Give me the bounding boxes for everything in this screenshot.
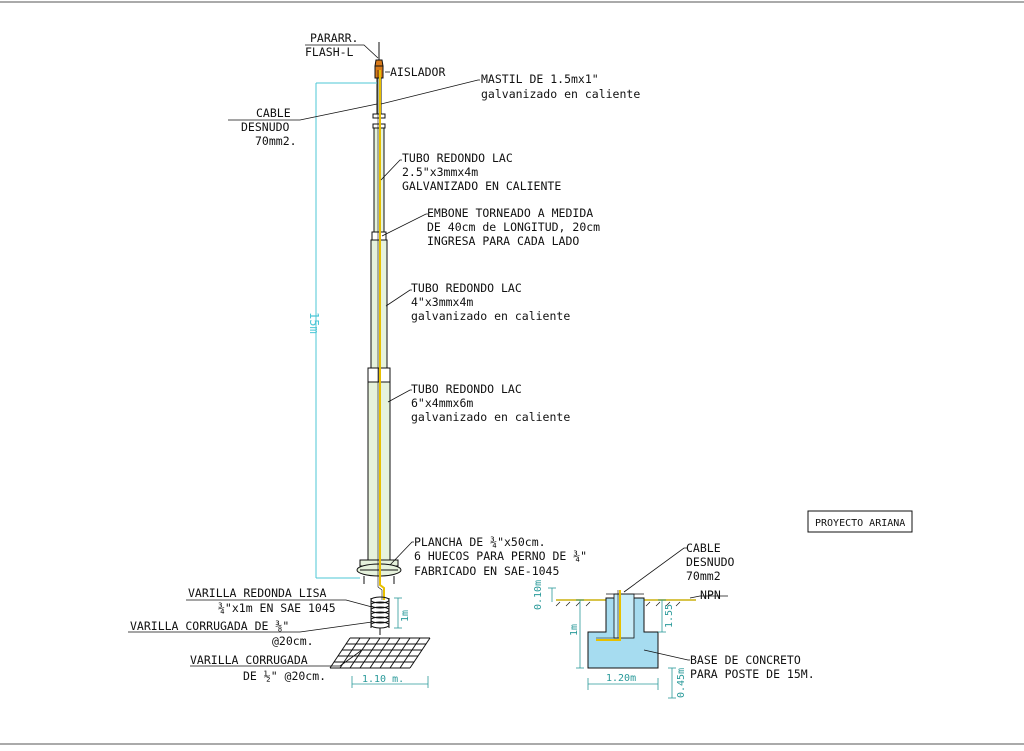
- base-cable: [596, 590, 621, 641]
- concrete-base-label-2: PARA POSTE DE 15M.: [690, 667, 815, 681]
- tube1-label-2: 2.5"x3mmx4m: [402, 165, 478, 179]
- base-cable-label-2: DESNUDO: [686, 555, 735, 569]
- dim-1-20-label: 1.20m: [606, 673, 636, 684]
- lightning-rod-head: [374, 59, 384, 67]
- tube3-label-1: TUBO REDONDO LAC: [411, 382, 522, 396]
- height-dimension: [315, 82, 377, 579]
- mast-label-2: galvanizado en caliente: [481, 87, 640, 101]
- corrugated-mesh-label-2: DE ½" @20cm.: [243, 669, 326, 683]
- base-dimensions: [548, 587, 676, 699]
- plate-label-3: FABRICADO EN SAE-1045: [414, 564, 559, 578]
- dim-1m-label: 1m: [569, 624, 580, 636]
- coupling-label-2: DE 40cm de LONGITUD, 20cm: [427, 220, 600, 234]
- smooth-rod-label-2: ¾"x1m EN SAE 1045: [218, 601, 336, 615]
- cable-label-2: DESNUDO: [241, 120, 290, 134]
- tube2-label-2: 4"x3mmx4m: [411, 295, 473, 309]
- ground-line-hatch: [555, 601, 681, 607]
- annotation-leaders: [128, 44, 480, 667]
- plate-label-1: PLANCHA DE ¾"x50cm.: [414, 535, 546, 549]
- tube1-label-1: TUBO REDONDO LAC: [402, 151, 513, 165]
- down-conductor-outline: [377, 70, 383, 600]
- tube2-label-3: galvanizado en caliente: [411, 309, 570, 323]
- base-leaders: [623, 547, 728, 661]
- down-conductor-cable: [379, 70, 385, 600]
- plate-label-2: 6 HUECOS PARA PERNO DE ¾": [414, 549, 587, 563]
- project-title: PROYECTO ARIANA: [815, 518, 905, 529]
- concrete-base-label-1: BASE DE CONCRETO: [690, 653, 801, 667]
- dim-0-10-label: 0.10m: [533, 580, 544, 610]
- mast-label-1: MASTIL DE 1.5mx1": [481, 72, 599, 86]
- dim-0-45-label: 0.45m: [676, 668, 687, 698]
- base-cable-label-3: 70mm2: [686, 569, 721, 583]
- tube3-label-3: galvanizado en caliente: [411, 410, 570, 424]
- grounding-mesh: [329, 637, 431, 669]
- rod-dimension: [394, 597, 402, 629]
- corrugated-mesh-label-1: VARILLA CORRUGADA: [190, 653, 308, 667]
- ground-rod-coil: [370, 596, 390, 635]
- corrugated-rod-label-1: VARILLA CORRUGADA DE ⅜": [130, 619, 289, 633]
- project-title-box: [807, 510, 913, 533]
- rod-dimension-label: 1m: [400, 610, 411, 622]
- smooth-rod-label-1: VARILLA REDONDA LISA: [188, 586, 327, 600]
- insulator-label: AISLADOR: [390, 65, 445, 79]
- coupling-label-1: EMBONE TORNEADO A MEDIDA: [427, 206, 593, 220]
- lightning-rod-label-2: FLASH-L: [305, 45, 354, 59]
- mesh-width-label: 1.10 m.: [362, 674, 404, 685]
- corrugated-rod-label-2: @20cm.: [272, 634, 314, 648]
- height-dimension-label: 15m: [307, 312, 321, 334]
- cable-label-1: CABLE: [256, 106, 291, 120]
- coupling-label-3: INGRESA PARA CADA LADO: [427, 234, 579, 248]
- mesh-width-dimension: [351, 676, 429, 688]
- base-cable-label-1: CABLE: [686, 541, 721, 555]
- embedded-pole: [613, 593, 635, 639]
- tube2-label-1: TUBO REDONDO LAC: [411, 281, 522, 295]
- tube1-label-3: GALVANIZADO EN CALIENTE: [402, 179, 561, 193]
- cable-label-3: 70mm2.: [255, 134, 297, 148]
- tube3-label-2: 6"x4mmx6m: [411, 396, 473, 410]
- npn-label: NPN: [700, 588, 721, 602]
- lightning-rod-label-1: PARARR.: [310, 31, 358, 45]
- dim-1-55-label: 1.55: [664, 604, 675, 628]
